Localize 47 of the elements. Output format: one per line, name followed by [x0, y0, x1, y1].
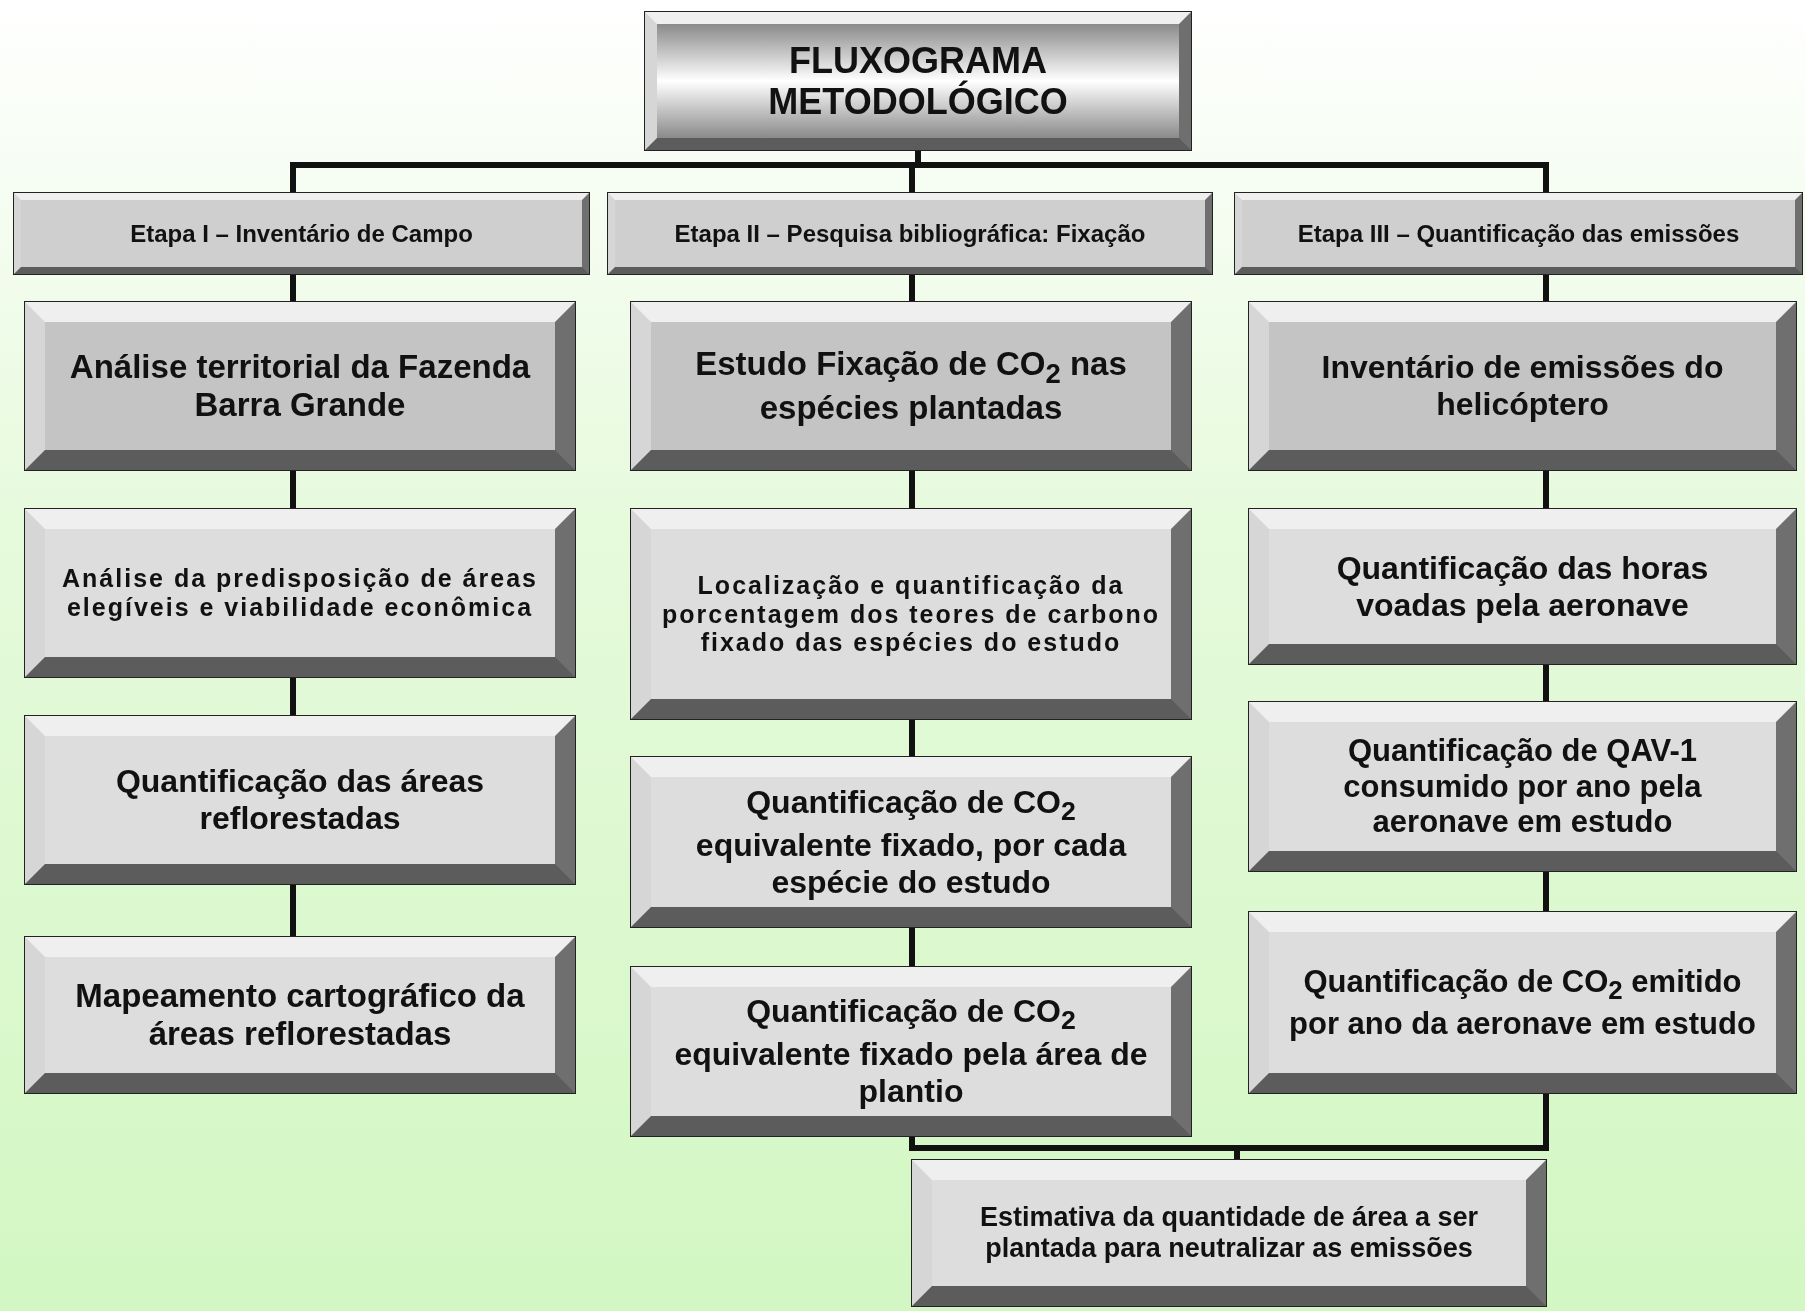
- process-box: [631, 509, 1191, 719]
- step-text: Quantificação das áreas reflorestadas: [114, 763, 486, 837]
- process-box: [631, 302, 1191, 470]
- stage-header-box: [1235, 193, 1802, 274]
- connector-line: [1543, 274, 1549, 302]
- connector-line: [1234, 1093, 1549, 1160]
- title-text: FLUXOGRAMA METODOLÓGICO: [767, 39, 1069, 123]
- process-box: [25, 716, 575, 884]
- process-box: [1249, 912, 1796, 1093]
- connector-line: [909, 274, 915, 302]
- step-text: Mapeamento cartográfico da áreas reflorestadas: [74, 977, 526, 1053]
- process-box: [1249, 509, 1796, 664]
- connector-line: [909, 470, 915, 509]
- step-text: Estimativa da quantidade de área a ser plantada para neutralizar as emissões: [978, 1201, 1480, 1265]
- connector-line: [1543, 664, 1549, 702]
- stage-title: Etapa II – Pesquisa bibliográfica: Fixação: [674, 219, 1146, 248]
- connector-line: [1543, 470, 1549, 509]
- process-box: [25, 302, 575, 470]
- connector-line: [290, 274, 296, 302]
- step-text: Análise da predisposição de áreas elegíveis e viabilidade econômica: [61, 564, 539, 622]
- process-box: [25, 509, 575, 677]
- step-text: Inventário de emissões do helicóptero: [1320, 349, 1725, 423]
- step-text: Quantificação de QAV-1 consumido por ano pela aeronave em estudo: [1342, 733, 1703, 840]
- step-text: Análise territorial da Fazenda Barra Grande: [68, 348, 532, 424]
- step-text: Quantificação de CO$_{2}$ equivalente fixado pela área de plantio: [673, 993, 1149, 1110]
- connector-line: [290, 470, 296, 509]
- step-text: Estudo Fixação de CO$_{2}$ nas espécies plantadas: [694, 344, 1128, 428]
- connector-line: [909, 719, 915, 757]
- step-text: Quantificação de CO$_{2}$ equivalente fixado, por cada espécie do estudo: [694, 783, 1128, 901]
- process-box: [25, 937, 575, 1093]
- connector-line: [909, 927, 915, 967]
- step-text: Localização e quantificação da porcentagem dos teores de carbono fixado das espécies do estudo: [661, 570, 1161, 658]
- result-box: [912, 1160, 1546, 1306]
- connector-line: [290, 677, 296, 716]
- stage-title: Etapa I – Inventário de Campo: [130, 219, 473, 248]
- step-text: Quantificação de CO$_{2}$ emitido por ano da aeronave em estudo: [1288, 963, 1757, 1042]
- process-box: [631, 757, 1191, 927]
- stage-header-box: [14, 193, 589, 274]
- stage-header-box: [608, 193, 1212, 274]
- step-text: Quantificação das horas voadas pela aeronave: [1335, 549, 1710, 624]
- stage-title: Etapa III – Quantificação das emissões: [1297, 219, 1740, 248]
- process-box: [1249, 302, 1796, 470]
- connector-line: [290, 884, 296, 937]
- process-box: [1249, 702, 1796, 871]
- process-box: [631, 967, 1191, 1136]
- connector-line: [1543, 871, 1549, 912]
- title-box: [645, 12, 1191, 150]
